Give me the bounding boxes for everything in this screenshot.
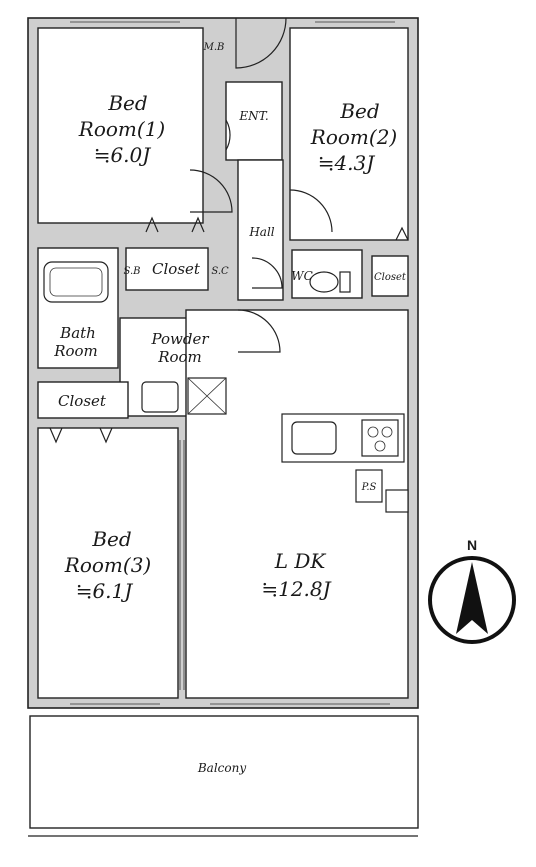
sb-label: S.B [123,266,140,277]
bed-room-2-area [289,27,409,241]
burner-2 [381,426,393,438]
washbasin [141,381,179,413]
powder-door [237,309,281,353]
closet-3-doors [49,427,113,444]
bed-room-1-area [37,27,204,224]
pan-cross-2 [187,377,227,415]
stove [361,419,399,457]
closet-3-area [37,381,129,419]
bed2-name: Bed [339,99,379,123]
bath-name2: Room [53,342,98,360]
wc-label: WC [291,269,313,283]
closet-3-label: Closet [58,392,107,410]
bed3-name2: Room(3) [64,553,151,577]
bed2-name2: Room(2) [310,125,397,149]
bed1-name: Bed [107,91,147,115]
ldk-area [185,309,409,699]
bath-name: Bath [59,324,96,342]
bed-room-3-area [37,427,179,699]
fridge-space [385,489,409,513]
bed3-size: ≒6.1J [76,579,134,603]
mb-label: M.B [203,42,225,53]
powder-name: Powder [150,330,209,348]
closet-2-doors [395,226,409,241]
closet-1-label: Closet [152,260,201,278]
hall-area [237,159,284,301]
balcony-area [29,715,419,829]
bathtub [43,261,109,303]
bed1-size: ≒6.0J [94,143,152,167]
ent-name: ENT. [238,109,268,123]
burner-3 [374,440,386,452]
compass-needle-icon [472,562,488,634]
sc-label: S.C [211,266,229,277]
burner-1 [367,426,379,438]
toilet-tank [339,271,351,293]
bed2-size: ≒4.3J [318,151,376,175]
compass-needle-left [456,562,472,634]
ldk-name: L DK [274,549,327,573]
compass-north-label: N [467,537,477,553]
closet-2-label: Closet [374,272,407,283]
bed1-name2: Room(1) [78,117,165,141]
kitchen-sink [291,421,337,455]
ldk-size: ≒12.8J [261,577,331,601]
closet-1-area [125,247,209,291]
compass-ring [428,556,516,644]
balcony-name: Balcony [197,761,246,775]
bed1-door [189,169,233,213]
front-door-swing [235,17,287,69]
ldk-door [251,257,283,289]
closet-1-doors [145,216,205,233]
pipe-shaft [355,469,383,503]
entrance-door [225,119,231,151]
powder-name2: Room [157,348,202,366]
bed3-name: Bed [91,527,131,551]
bathtub-inner [49,267,103,297]
toilet-bowl [309,271,339,293]
hall-name: Hall [248,225,274,239]
entrance-area [225,81,283,161]
closet-2-area [371,255,409,297]
ps-label: P.S [361,482,377,493]
bed2-door [289,189,333,233]
